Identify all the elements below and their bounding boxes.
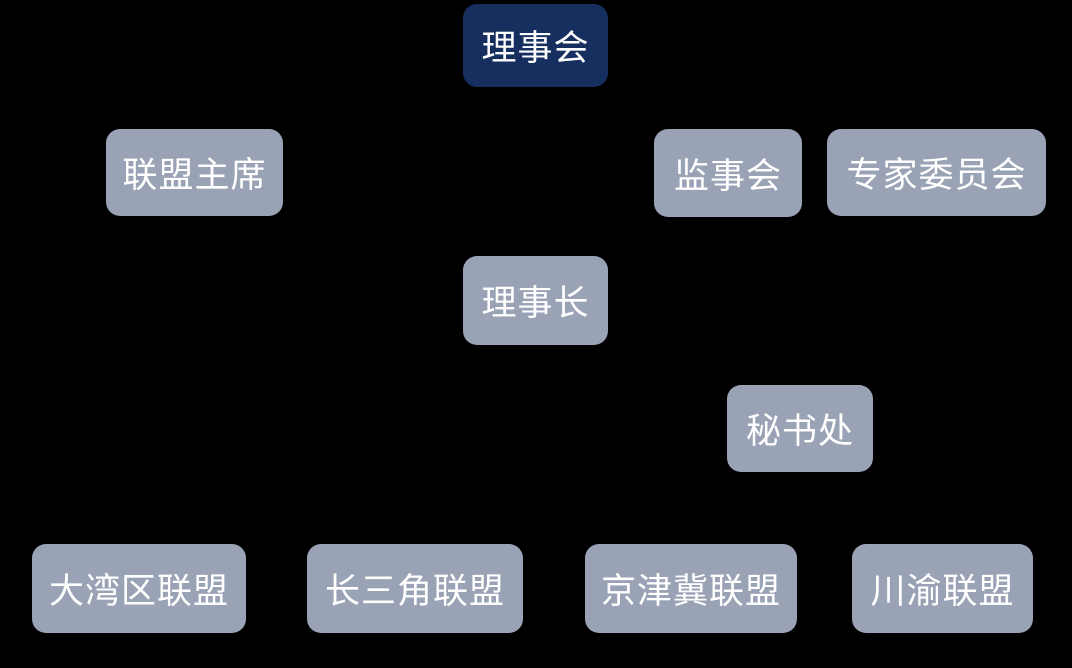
org-node-bay-area-alliance: 大湾区联盟 xyxy=(32,544,246,633)
org-node-alliance-chairman: 联盟主席 xyxy=(106,129,283,216)
org-node-council-president: 理事长 xyxy=(463,256,608,345)
org-node-supervisory-board: 监事会 xyxy=(654,129,802,217)
org-node-expert-committee: 专家委员会 xyxy=(827,129,1046,216)
org-node-jingjinji-alliance: 京津冀联盟 xyxy=(585,544,797,633)
org-node-chuanyu-alliance: 川渝联盟 xyxy=(852,544,1033,633)
org-node-secretariat: 秘书处 xyxy=(727,385,873,472)
org-node-board: 理事会 xyxy=(463,4,608,87)
org-node-yangtze-delta-alliance: 长三角联盟 xyxy=(307,544,523,633)
